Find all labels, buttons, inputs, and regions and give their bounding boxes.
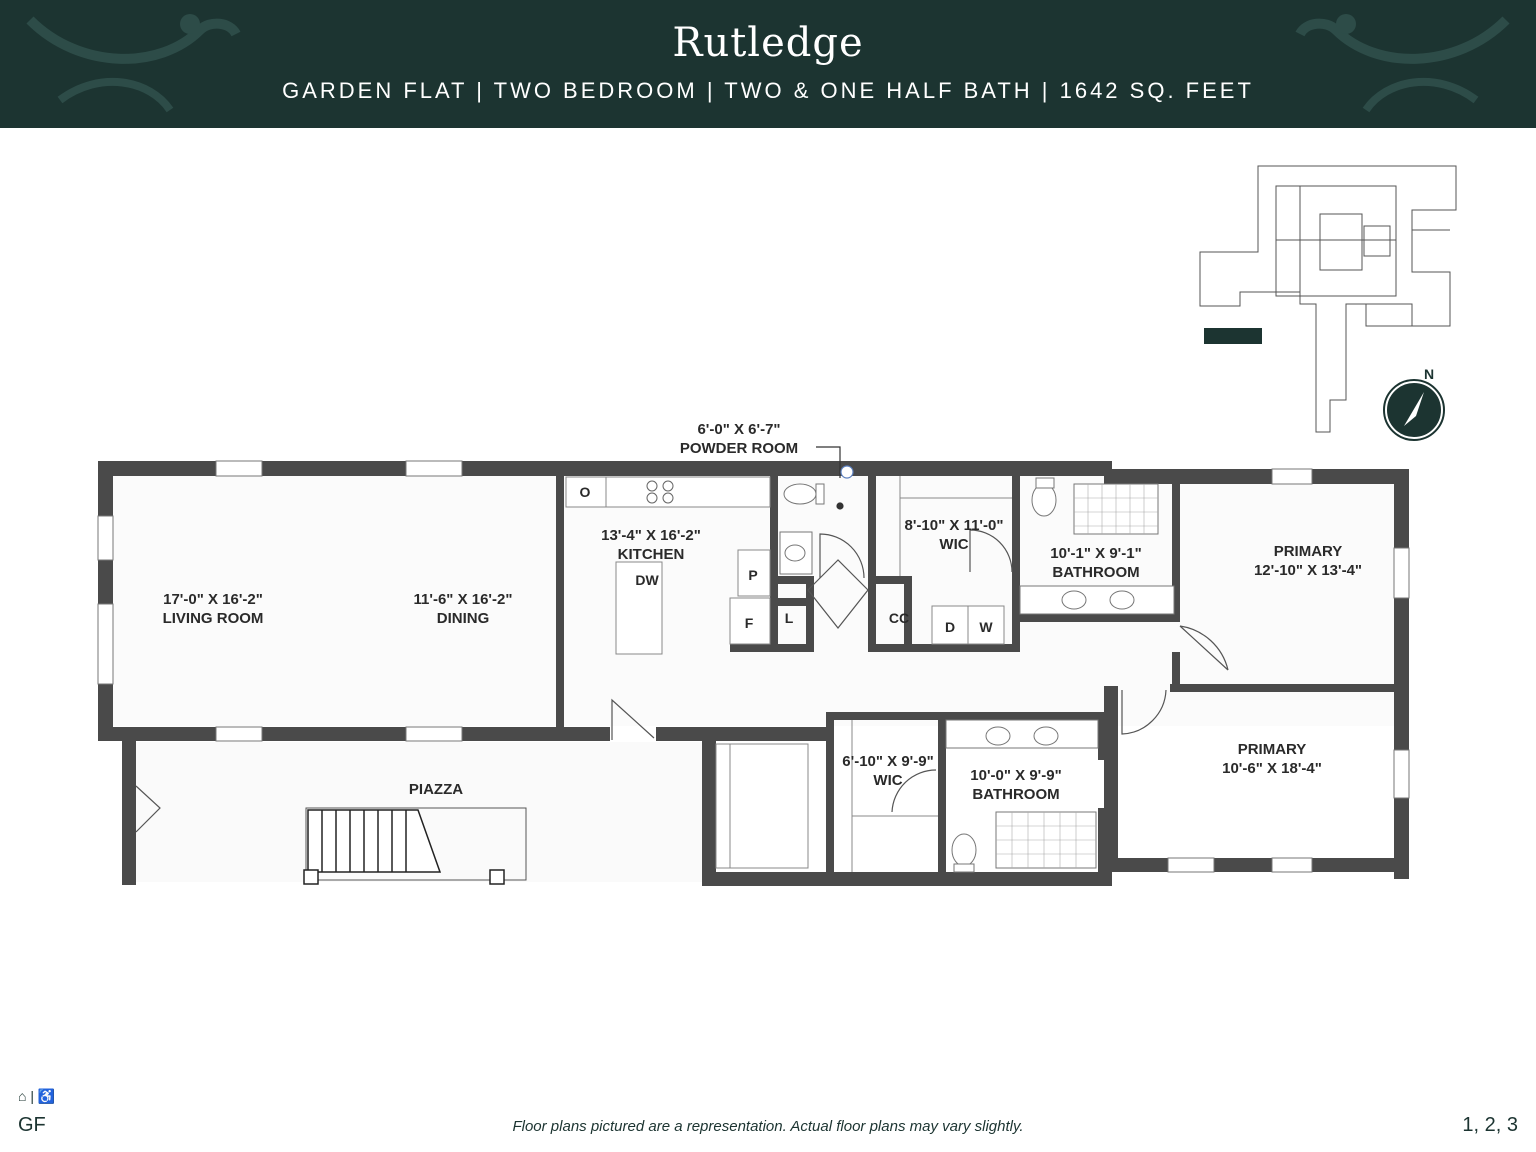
right-ornament-icon [1295, 14, 1510, 113]
key-plan-unit-highlight [1204, 328, 1262, 344]
bathroom-2-dimensions: 10'-0" X 9'-9" [970, 767, 1062, 784]
windows [97, 460, 1410, 873]
primary-2-name: PRIMARY [1237, 741, 1307, 758]
bathroom-1-dimensions: 10'-1" X 9'-1" [1050, 545, 1142, 562]
room-label-bathroom-1: 10'-1" X 9'-1" BATHROOM [1026, 544, 1166, 582]
pantry-label: P [748, 567, 758, 583]
shower-tile-grid [996, 484, 1158, 868]
footer-icons: ⌂ | ♿ [18, 1088, 56, 1104]
unit-numbers: 1, 2, 3 [1462, 1114, 1518, 1136]
plan-subtitle: GARDEN FLAT | TWO BEDROOM | TWO & ONE HA… [282, 78, 1254, 103]
closet-shelving [715, 476, 1012, 872]
cooktop-icon [646, 480, 674, 504]
dining-dimensions: 11'-6" X 16'-2" [413, 591, 513, 608]
floor-code: GF [18, 1114, 46, 1136]
room-label-primary-2: PRIMARY 10'-6" X 18'-4" [1200, 740, 1344, 778]
powder-room-dimensions: 6'-0" X 6'-7" [697, 421, 781, 438]
compass-icon [1383, 379, 1445, 441]
primary-1-dimensions: 12'-10" X 13'-4" [1253, 562, 1363, 579]
compass-north-label: N [1424, 366, 1435, 382]
coat-closet-label: CC [888, 610, 910, 626]
plan-title: Rutledge [672, 20, 864, 66]
room-label-wic-2: 6'-10" X 9'-9" WIC [820, 752, 956, 790]
room-label-living: 17'-0" X 16'-2" LIVING ROOM [138, 590, 288, 628]
piazza-name: PIAZZA [408, 781, 464, 798]
primary-1-name: PRIMARY [1273, 543, 1343, 560]
dryer-label: D [944, 619, 956, 635]
piazza-stairs [303, 807, 527, 885]
wic-1-dimensions: 8'-10" X 11'-0" [904, 517, 1004, 534]
oven-label: O [579, 484, 591, 500]
living-room-name: LIVING ROOM [162, 610, 264, 627]
room-label-kitchen: 13'-4" X 16'-2" KITCHEN [576, 526, 726, 564]
equal-housing-icon: ⌂ [18, 1088, 27, 1104]
accessibility-icon: ♿ [37, 1088, 56, 1104]
key-plan [1199, 165, 1457, 433]
bathroom-2-name: BATHROOM [972, 786, 1060, 803]
primary-2-dimensions: 10'-6" X 18'-4" [1222, 760, 1322, 777]
room-label-bathroom-2: 10'-0" X 9'-9" BATHROOM [946, 766, 1086, 804]
room-label-powder: 6'-0" X 6'-7" POWDER ROOM [664, 420, 814, 458]
header-banner: Rutledge GARDEN FLAT | TWO BEDROOM | TWO… [0, 0, 1536, 128]
wic-2-name: WIC [873, 772, 903, 789]
washer-label: W [979, 619, 993, 635]
dining-name: DINING [436, 610, 490, 627]
powder-room-leader [816, 446, 854, 510]
kitchen-name: KITCHEN [617, 546, 685, 563]
wic-2-dimensions: 6'-10" X 9'-9" [842, 753, 934, 770]
interior-walls [556, 476, 1402, 875]
linen-label: L [784, 610, 794, 626]
disclaimer-note: Floor plans pictured are a representatio… [512, 1118, 1024, 1135]
powder-room-name: POWDER ROOM [679, 440, 799, 457]
kitchen-cabinetry [565, 476, 1005, 655]
kitchen-dimensions: 13'-4" X 16'-2" [601, 527, 701, 544]
door-swings [135, 529, 1229, 833]
fridge-label: F [744, 615, 754, 631]
room-label-wic-1: 8'-10" X 11'-0" WIC [884, 516, 1024, 554]
left-ornament-icon [26, 14, 241, 113]
living-room-dimensions: 17'-0" X 16'-2" [163, 591, 263, 608]
wic-1-name: WIC [939, 536, 969, 553]
bathroom-1-name: BATHROOM [1052, 564, 1140, 581]
room-label-piazza: PIAZZA [376, 780, 496, 799]
room-label-primary-1: PRIMARY 12'-10" X 13'-4" [1236, 542, 1380, 580]
room-label-dining: 11'-6" X 16'-2" DINING [388, 590, 538, 628]
dishwasher-label: DW [635, 572, 659, 588]
